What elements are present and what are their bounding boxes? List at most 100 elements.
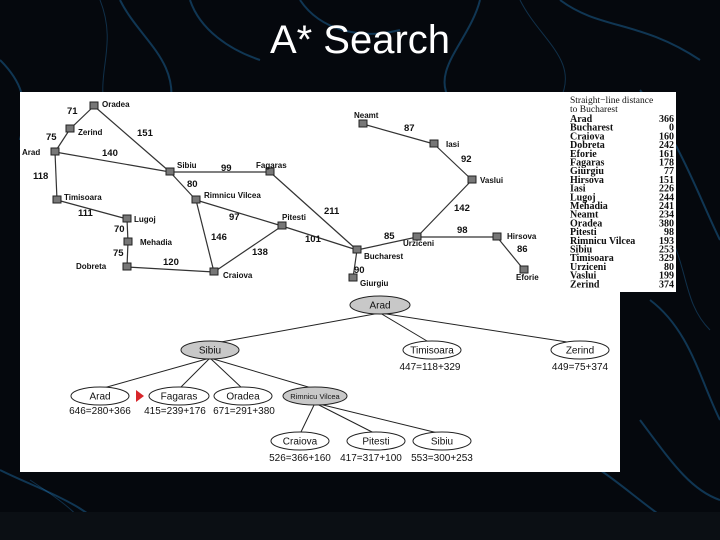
sld-city: Eforie xyxy=(570,149,597,160)
f-value: 449=75+374 xyxy=(552,362,609,373)
sld-value: 244 xyxy=(659,192,674,203)
bottom-bar xyxy=(0,512,720,540)
city-urziceni: Urziceni xyxy=(403,239,434,248)
f-value: 415=239+176 xyxy=(144,406,206,417)
sld-value: 178 xyxy=(659,158,674,169)
road-label: 71 xyxy=(67,106,78,117)
tree-edges xyxy=(99,312,581,435)
tree-node-label: Arad xyxy=(369,301,390,312)
sld-value: 193 xyxy=(659,236,674,247)
city-sibiu: Sibiu xyxy=(177,161,197,170)
sld-city: Vaslui xyxy=(570,271,597,282)
city-iasi: Iasi xyxy=(446,140,459,149)
sld-city: Pitesti xyxy=(570,227,597,238)
city-mehadia: Mehadia xyxy=(140,238,173,247)
road-label: 70 xyxy=(114,224,125,235)
sld-value: 160 xyxy=(659,131,674,142)
road-label: 75 xyxy=(113,248,124,259)
sld-value: 366 xyxy=(659,114,674,125)
sld-city: Zerind xyxy=(570,279,600,290)
sld-city: Timisoara xyxy=(570,253,614,264)
road-label: 140 xyxy=(102,148,118,159)
tree-node-label: Timisoara xyxy=(410,346,454,357)
city-arad: Arad xyxy=(22,148,40,157)
sld-table: Straight−line distance to Bucharest Arad… xyxy=(570,96,674,290)
sld-value: 242 xyxy=(659,140,674,151)
sld-city: Dobreta xyxy=(570,140,605,151)
tree-node-label: Pitesti xyxy=(362,437,389,448)
road-label: 86 xyxy=(517,244,528,255)
city-pitesti: Pitesti xyxy=(282,213,306,222)
sld-city: Urziceni xyxy=(570,262,606,273)
road-label: 151 xyxy=(137,128,154,139)
sld-city: Hirsova xyxy=(570,175,604,186)
tree-node-fagaras xyxy=(148,386,210,406)
tree-node-label: Craiova xyxy=(283,437,318,448)
tree-node-label: Arad xyxy=(89,392,110,403)
sld-city: Giurgiu xyxy=(570,166,604,177)
sld-value: 77 xyxy=(664,166,674,177)
road-label: 101 xyxy=(305,234,322,245)
f-value: 417=317+100 xyxy=(340,453,402,464)
city-bucharest: Bucharest xyxy=(364,252,403,261)
sld-value: 226 xyxy=(659,184,674,195)
sld-value: 80 xyxy=(664,262,674,273)
sld-header-line1: Straight−line distance xyxy=(570,96,653,106)
road-label: 118 xyxy=(33,171,48,182)
f-value: 447=118+329 xyxy=(400,362,461,373)
sld-city: Neamt xyxy=(570,210,599,221)
f-value: 553=300+253 xyxy=(411,453,473,464)
road-label: 211 xyxy=(324,206,340,217)
sld-city: Oradea xyxy=(570,218,602,229)
sld-city: Craiova xyxy=(570,131,604,142)
sld-value: 0 xyxy=(669,123,674,134)
road-label: 146 xyxy=(211,232,227,243)
road-label: 92 xyxy=(461,154,472,165)
tree-node-label: Oradea xyxy=(226,392,260,403)
f-value: 646=280+366 xyxy=(69,406,131,417)
romania-map: Oradea Zerind Arad Timisoara Lugoj Mehad… xyxy=(22,100,539,288)
sld-value: 374 xyxy=(659,279,674,290)
sld-city: Sibiu xyxy=(570,245,593,256)
city-giurgiu: Giurgiu xyxy=(360,279,389,288)
sld-value: 161 xyxy=(659,149,674,160)
road-label: 120 xyxy=(163,257,179,268)
tree-node-label: Sibiu xyxy=(199,346,221,357)
f-value: 526=366+160 xyxy=(269,453,331,464)
road-label: 142 xyxy=(454,203,470,214)
tree-node-rimnicu-vilcea xyxy=(282,386,348,406)
city-lugoj: Lugoj xyxy=(134,215,156,224)
city-zerind: Zerind xyxy=(78,128,103,137)
tree-node-label: Zerind xyxy=(566,346,594,357)
sld-value: 151 xyxy=(659,175,674,186)
content-panel xyxy=(20,92,620,472)
tree-node-root xyxy=(349,295,411,315)
city-fagaras: Fagaras xyxy=(256,161,287,170)
tree-node-sibiu-2 xyxy=(412,431,472,451)
city-timisoara: Timisoara xyxy=(64,193,102,202)
tree-node-arad xyxy=(70,386,130,406)
city-rimnicu-vilcea: Rimnicu Vilcea xyxy=(204,191,261,200)
sld-table-panel xyxy=(548,92,676,292)
sld-value: 199 xyxy=(659,271,674,282)
sld-value: 380 xyxy=(659,218,674,229)
sld-city: Fagaras xyxy=(570,158,605,169)
tree-node-label: Sibiu xyxy=(431,437,453,448)
sld-value: 329 xyxy=(659,253,674,264)
city-craiova: Craiova xyxy=(223,271,253,280)
tree-node-oradea xyxy=(213,386,273,406)
next-expand-marker xyxy=(136,390,144,402)
tree-node-label: Rimnicu Vilcea xyxy=(290,392,340,401)
sld-city: Bucharest xyxy=(570,123,614,134)
road-label: 98 xyxy=(457,225,468,236)
city-dobreta: Dobreta xyxy=(76,262,107,271)
f-value: 671=291+380 xyxy=(213,406,275,417)
sld-value: 98 xyxy=(664,227,674,238)
road-label: 99 xyxy=(221,163,232,174)
tree-node-pitesti xyxy=(346,431,406,451)
road-label: 85 xyxy=(384,231,395,242)
road-label: 138 xyxy=(252,247,268,258)
road-label: 97 xyxy=(229,212,240,223)
city-hirsova: Hirsova xyxy=(507,232,537,241)
